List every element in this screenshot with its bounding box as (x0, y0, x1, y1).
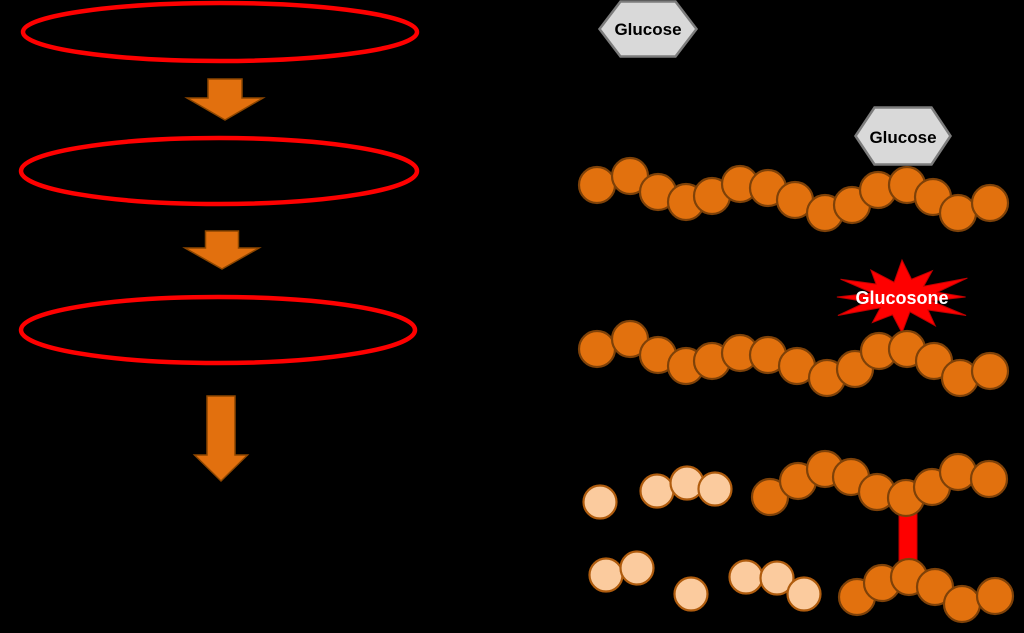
glucosone-label: Glucosone (855, 288, 948, 308)
process-ellipse-1 (20, 0, 420, 64)
chain-fragment-upper-bead (969, 459, 1009, 499)
glucose-label-middle: Glucose (869, 128, 936, 147)
loose-glucose-units-bead (673, 576, 709, 612)
loose-glucose-units-bead (759, 560, 795, 596)
down-arrow-3 (192, 395, 250, 483)
process-ellipses-group (18, 0, 420, 366)
loose-glucose-units-bead (588, 557, 624, 593)
loose-glucose-units-bead (582, 484, 618, 520)
loose-glucose-units-bead (728, 559, 764, 595)
chain-fragment-lower-bead (975, 576, 1015, 616)
polymer-chain-1-bead (938, 193, 978, 233)
loose-glucose-units-bead (619, 550, 655, 586)
chain-fragment-lower-bead (942, 584, 982, 624)
loose-glucose-units-bead (639, 473, 675, 509)
polymer-chains-group (577, 156, 1015, 624)
crosslink-bar (898, 511, 918, 565)
glucose-hexagons-group (597, 0, 953, 166)
loose-glucose-units-bead (786, 576, 822, 612)
glucose-label-top: Glucose (614, 20, 681, 39)
process-ellipse-2 (18, 135, 420, 207)
process-ellipse-3 (18, 294, 418, 366)
polymer-chain-2-bead (577, 329, 617, 369)
chain-fragment-upper-bead (938, 452, 978, 492)
polymer-chain-1-bead (577, 165, 617, 205)
loose-glucose-units-bead (697, 471, 733, 507)
glucose-hexagon-2 (853, 106, 953, 166)
flow-arrows-group (182, 78, 266, 483)
down-arrow-1 (184, 78, 266, 121)
crosslink-group (898, 511, 918, 565)
polymer-chain-2-bead (970, 351, 1010, 391)
polymer-chain-1-bead (970, 183, 1010, 223)
glucose-hexagon-1 (597, 0, 699, 58)
chain-fragment-lower-bead (915, 567, 955, 607)
down-arrow-2 (182, 230, 262, 270)
